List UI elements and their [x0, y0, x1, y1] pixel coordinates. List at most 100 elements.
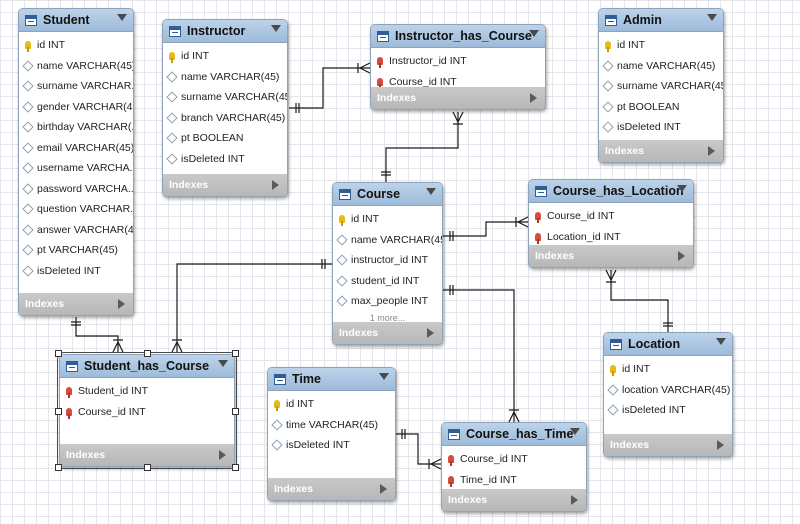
expand-arrow-icon[interactable]	[380, 484, 387, 494]
column-row[interactable]: isDeleted INT	[163, 149, 287, 170]
column-row[interactable]: location VARCHAR(45)	[604, 380, 732, 401]
expand-arrow-icon[interactable]	[427, 328, 434, 338]
table-menu-arrow-icon[interactable]	[271, 25, 281, 32]
resize-handle[interactable]	[232, 350, 239, 357]
column-row[interactable]: name VARCHAR(45)	[599, 56, 723, 77]
table-header[interactable]: Course_has_Location	[529, 180, 693, 203]
indexes-section[interactable]: Indexes	[333, 322, 442, 344]
table-menu-arrow-icon[interactable]	[117, 14, 127, 21]
relationship-instructor-instructor-has-course[interactable]	[289, 62, 371, 113]
column-row[interactable]: id INT	[333, 209, 442, 230]
column-row[interactable]: question VARCHAR...	[19, 199, 133, 220]
column-row[interactable]: email VARCHAR(45)	[19, 138, 133, 159]
column-row[interactable]: answer VARCHAR(4...	[19, 220, 133, 241]
column-row[interactable]: isDeleted INT	[268, 435, 395, 456]
table-menu-arrow-icon[interactable]	[218, 360, 228, 367]
column-row[interactable]: id INT	[268, 394, 395, 415]
expand-arrow-icon[interactable]	[717, 440, 724, 450]
indexes-section[interactable]: Indexes	[604, 434, 732, 456]
relationship-time-course-has-time[interactable]	[396, 429, 442, 470]
column-row[interactable]: student_id INT	[333, 271, 442, 292]
table-menu-arrow-icon[interactable]	[570, 428, 580, 435]
table-menu-arrow-icon[interactable]	[426, 188, 436, 195]
resize-handle[interactable]	[144, 464, 151, 471]
indexes-section[interactable]: Indexes	[60, 444, 234, 466]
column-row[interactable]: surname VARCHAR(45)	[599, 76, 723, 97]
column-row[interactable]: gender VARCHAR(4...	[19, 97, 133, 118]
column-row[interactable]: name VARCHAR(45)	[163, 67, 287, 88]
expand-arrow-icon[interactable]	[118, 299, 125, 309]
column-row[interactable]: isDeleted INT	[19, 261, 133, 282]
column-row[interactable]: pt BOOLEAN	[599, 97, 723, 118]
resize-handle[interactable]	[55, 407, 62, 415]
expand-arrow-icon[interactable]	[272, 180, 279, 190]
column-row[interactable]: id INT	[599, 35, 723, 56]
column-row[interactable]: Time_id INT	[442, 470, 586, 491]
more-columns-link[interactable]: 1 more...	[369, 312, 406, 323]
indexes-section[interactable]: Indexes	[268, 478, 395, 500]
column-row[interactable]: Course_id INT	[442, 449, 586, 470]
table-header[interactable]: Course_has_Time	[442, 423, 586, 446]
relationship-location-course-has-location[interactable]	[605, 269, 673, 333]
resize-handle[interactable]	[232, 407, 239, 415]
indexes-section[interactable]: Indexes	[371, 87, 545, 109]
resize-handle[interactable]	[232, 464, 239, 471]
column-row[interactable]: name VARCHAR(45)	[333, 230, 442, 251]
indexes-section[interactable]: Indexes	[529, 245, 693, 267]
column-row[interactable]: username VARCHA...	[19, 158, 133, 179]
column-row[interactable]: Course_id INT	[371, 72, 545, 93]
relationship-course-course-has-location[interactable]	[443, 216, 529, 241]
table-menu-arrow-icon[interactable]	[707, 14, 717, 21]
table-menu-arrow-icon[interactable]	[716, 338, 726, 345]
table-header[interactable]: Instructor	[163, 20, 287, 43]
relationship-course-student-has-course[interactable]	[171, 259, 332, 353]
table-header[interactable]: Instructor_has_Course	[371, 25, 545, 48]
indexes-section[interactable]: Indexes	[163, 174, 287, 196]
table-header[interactable]: Course	[333, 183, 442, 206]
column-row[interactable]: birthday VARCHAR(...	[19, 117, 133, 138]
column-row[interactable]: Course_id INT	[60, 402, 234, 423]
table-header[interactable]: Admin	[599, 9, 723, 32]
column-row[interactable]: surname VARCHAR...	[19, 76, 133, 97]
column-row[interactable]: Location_id INT	[529, 227, 693, 248]
resize-handle[interactable]	[55, 350, 62, 357]
table-menu-arrow-icon[interactable]	[529, 30, 539, 37]
table-header[interactable]: Time	[268, 368, 395, 391]
column-row[interactable]: surname VARCHAR(45)	[163, 87, 287, 108]
expand-arrow-icon[interactable]	[530, 93, 537, 103]
table-header[interactable]: Student	[19, 9, 133, 32]
column-row[interactable]: id INT	[604, 359, 732, 380]
column-row[interactable]: Instructor_id INT	[371, 51, 545, 72]
column-row[interactable]: isDeleted INT	[604, 400, 732, 421]
relationship-course-course-has-time[interactable]	[443, 285, 520, 423]
column-row[interactable]: max_people INT	[333, 291, 442, 312]
column-row[interactable]: isDeleted INT	[599, 117, 723, 138]
expand-arrow-icon[interactable]	[678, 251, 685, 261]
indexes-section[interactable]: Indexes	[599, 140, 723, 162]
table-header[interactable]: Location	[604, 333, 732, 356]
column-row[interactable]: branch VARCHAR(45)	[163, 108, 287, 129]
column-row[interactable]: pt VARCHAR(45)	[19, 240, 133, 261]
column-row[interactable]: id INT	[19, 35, 133, 56]
column-row[interactable]: name VARCHAR(45)	[19, 56, 133, 77]
column-row[interactable]: Student_id INT	[60, 381, 234, 402]
resize-handle[interactable]	[55, 464, 62, 471]
column-row[interactable]: pt BOOLEAN	[163, 128, 287, 149]
expand-arrow-icon[interactable]	[571, 495, 578, 505]
column-row[interactable]: Course_id INT	[529, 206, 693, 227]
column-row[interactable]: time VARCHAR(45)	[268, 415, 395, 436]
table-menu-arrow-icon[interactable]	[379, 373, 389, 380]
indexes-section[interactable]: Indexes	[442, 489, 586, 511]
relationship-student-student-has-course[interactable]	[71, 317, 124, 353]
indexes-section[interactable]: Indexes	[19, 293, 133, 315]
column-row[interactable]: id INT	[163, 46, 287, 67]
